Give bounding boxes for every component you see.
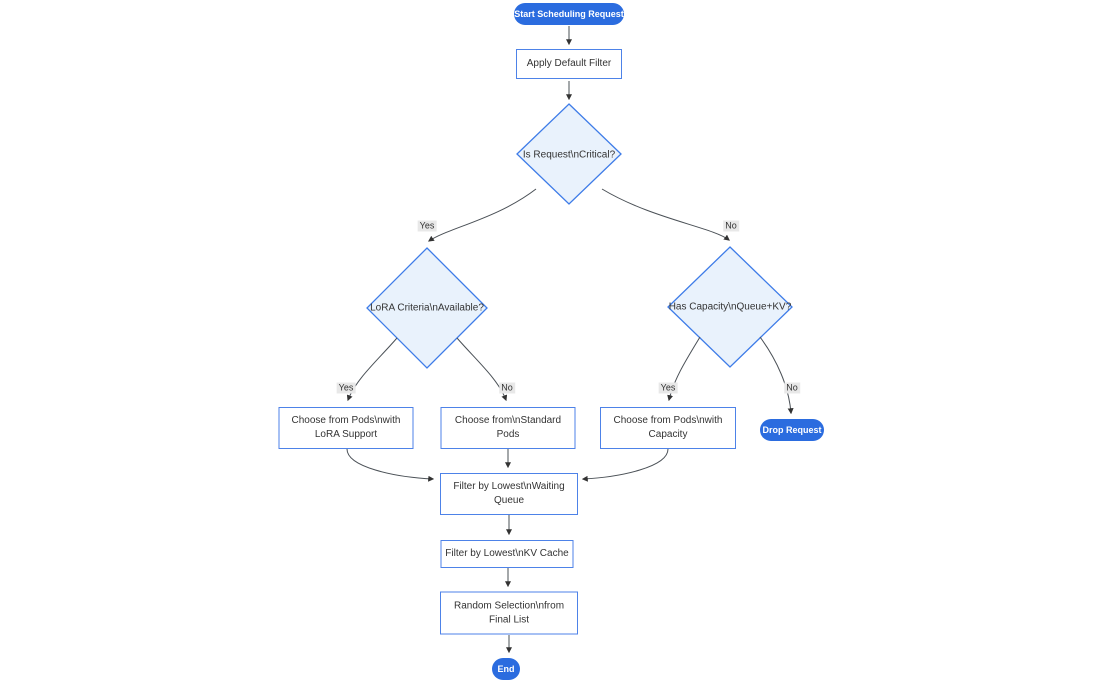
edge-label-lora-yes: Yes	[336, 382, 356, 394]
node-choose-pods-capacity-label: Choose from Pods\nwith Capacity	[613, 415, 723, 440]
node-filter-kv-cache: Filter by Lowest\nKV Cache	[440, 540, 574, 568]
decision-is-request-critical-label: Is Request\nCritical?	[522, 149, 616, 161]
node-random-selection-label: Random Selection\nfrom Final List	[453, 600, 565, 625]
node-start: Start Scheduling Request	[514, 3, 624, 25]
node-drop-request: Drop Request	[760, 419, 824, 441]
node-apply-default-filter-label: Apply Default Filter	[526, 58, 612, 69]
edge-label-capacity-yes: Yes	[658, 382, 678, 394]
node-filter-kv-cache-label: Filter by Lowest\nKV Cache	[445, 548, 569, 559]
node-choose-standard-pods: Choose from\nStandard Pods	[440, 407, 576, 449]
edge-lora-pods-to-filter	[346, 448, 435, 482]
edge-critical-yes	[428, 188, 537, 242]
node-choose-pods-lora-label: Choose from Pods\nwith LoRA Support	[291, 415, 401, 440]
edge-capacity-yes	[667, 336, 701, 402]
node-apply-default-filter: Apply Default Filter	[516, 49, 622, 79]
decision-is-request-critical-shape	[516, 103, 622, 205]
edge-label-lora-no: No	[499, 382, 515, 394]
node-filter-waiting-queue: Filter by Lowest\nWaiting Queue	[440, 473, 578, 515]
edge-label-critical-yes: Yes	[417, 220, 437, 232]
node-end: End	[492, 658, 520, 680]
node-choose-standard-pods-label: Choose from\nStandard Pods	[454, 415, 562, 440]
node-choose-pods-lora: Choose from Pods\nwith LoRA Support	[278, 407, 414, 449]
edge-critical-no	[601, 188, 730, 241]
node-end-label: End	[497, 664, 515, 674]
node-choose-pods-capacity: Choose from Pods\nwith Capacity	[600, 407, 736, 449]
edge-label-critical-no: No	[723, 220, 739, 232]
node-start-label: Start Scheduling Request	[514, 9, 624, 19]
edge-label-capacity-no: No	[784, 382, 800, 394]
decision-has-capacity-shape	[667, 246, 793, 368]
node-filter-waiting-queue-label: Filter by Lowest\nWaiting Queue	[453, 481, 565, 506]
decision-has-capacity-label: Has Capacity\nQueue+KV?	[668, 301, 792, 313]
edge-lora-no	[456, 337, 508, 402]
edge-capacity-no	[759, 336, 794, 415]
edge-lora-yes	[346, 337, 398, 402]
decision-lora-criteria-label: LoRA Criteria\nAvailable?	[370, 302, 484, 314]
node-random-selection: Random Selection\nfrom Final List	[440, 591, 578, 635]
edge-capacity-pods-to-filter	[581, 448, 669, 482]
node-drop-request-label: Drop Request	[762, 425, 822, 435]
